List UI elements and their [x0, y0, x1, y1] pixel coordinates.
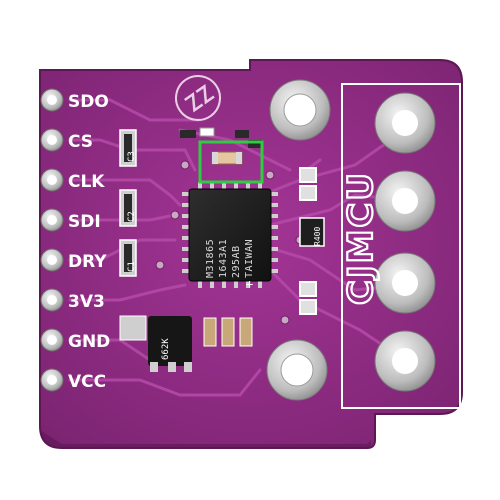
terminal-pads-right: [374, 92, 436, 392]
silk-c1: C1: [127, 261, 137, 272]
pin-label-sdi: SDI: [68, 212, 101, 232]
brand-text: CJMCU: [341, 171, 381, 305]
pin-label-cs: CS: [68, 132, 93, 152]
max31865-chip: M31865 1643A1 295AB TAIWAN: [182, 182, 278, 288]
pin-label-gnd: GND: [68, 332, 110, 352]
pin-labels: SDO CS CLK SDI DRY 3V3 GND VCC: [68, 92, 110, 392]
pin-label-vcc: VCC: [68, 372, 106, 392]
manufacturer-logo: [175, 75, 221, 121]
chip-text-line-4: TAIWAN: [244, 239, 255, 278]
terminal-outline: [341, 83, 461, 409]
chip-text-line-2: 1643A1: [218, 239, 229, 278]
pin-label-dry: DRY: [68, 252, 107, 272]
pin-label-clk: CLK: [68, 172, 105, 192]
passive-components: [119, 127, 325, 372]
pin-label-3v3: 3V3: [68, 292, 105, 312]
silk-regulator: 662K: [161, 338, 171, 360]
chip-text-line-1: M31865: [205, 239, 216, 278]
highlight-box: [198, 140, 264, 184]
chip-text-line-3: 295AB: [231, 245, 242, 278]
silk-c3: C3: [127, 151, 137, 162]
pin-label-sdo: SDO: [68, 92, 109, 112]
mounting-holes: [266, 79, 331, 401]
silk-c2: C2: [127, 211, 137, 222]
silk-r400: R400: [313, 227, 322, 246]
header-pads-left: [40, 88, 64, 392]
silkscreen-labels: C3 C2 C1 R400 + 662K: [127, 151, 322, 360]
silk-plus: +: [246, 277, 253, 291]
